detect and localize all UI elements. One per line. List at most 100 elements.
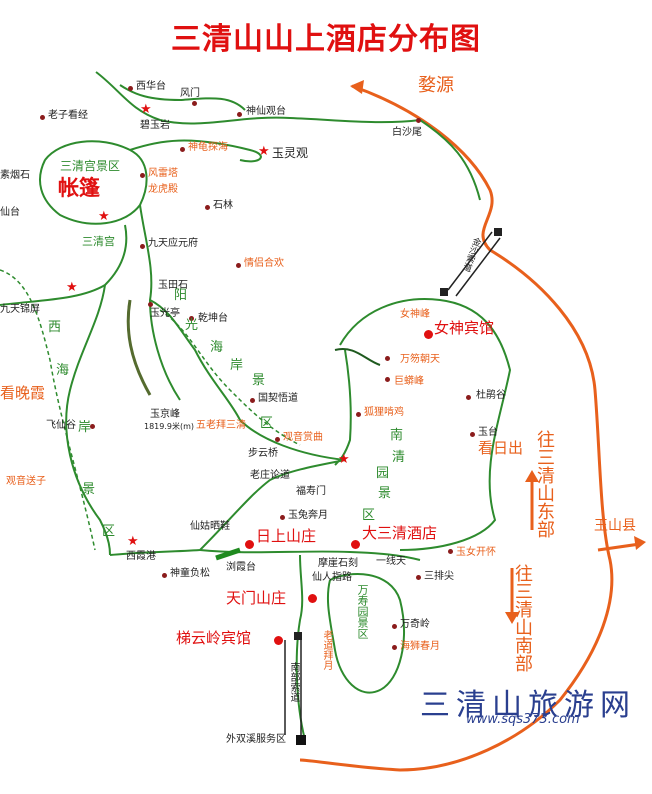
direction-yushan: 玉山县 xyxy=(594,518,636,534)
road-arrow-head xyxy=(350,80,364,94)
region-nanqing-3: 园 xyxy=(376,466,390,481)
place-fengleita: 风雷塔 xyxy=(148,168,178,179)
place-marker xyxy=(128,86,133,91)
region-nanqing-5: 区 xyxy=(362,508,376,523)
arrow-south-head xyxy=(505,612,519,624)
place-duqiangu: 杜鹃谷 xyxy=(476,390,506,401)
place-marker xyxy=(90,424,95,429)
trail-east-inner xyxy=(334,349,352,466)
map-title: 三清山山上酒店分布图 xyxy=(171,22,481,57)
place-qinglvhehuan: 情侣合欢 xyxy=(244,258,284,269)
direction-to-south: 往三清山南部 xyxy=(512,564,533,672)
place-yulingguan: 玉灵观 xyxy=(272,146,309,160)
place-suyanshi: 素烟石 xyxy=(0,170,30,181)
trail-dark xyxy=(334,348,381,366)
place-marker xyxy=(280,515,285,520)
direction-wuyuan: 婺源 xyxy=(418,75,454,96)
place-guojiwutao: 国契悟道 xyxy=(258,393,298,404)
trail-southwest xyxy=(295,554,306,741)
place-biyuyan: 碧玉岩 xyxy=(140,120,170,131)
cableway-nanbu xyxy=(284,632,306,745)
region-xihai-4: 景 xyxy=(82,482,96,497)
place-fengmen: 风门 xyxy=(180,88,200,99)
hotel-tiyunling-marker[interactable] xyxy=(274,636,283,645)
ridge-yujing xyxy=(126,299,152,396)
place-marker xyxy=(385,356,390,361)
place-sanpaijian: 三排尖 xyxy=(424,571,454,582)
place-marker xyxy=(356,412,361,417)
dash-yangguang xyxy=(159,309,301,446)
place-marker xyxy=(385,377,390,382)
hotel-nvshen[interactable]: 女神宾馆 xyxy=(434,319,495,337)
place-shenxianguantai: 神仙观台 xyxy=(246,106,286,117)
place-marker xyxy=(140,173,145,178)
place-jiutianjinping: 九天锦屏 xyxy=(0,304,40,315)
hotel-dasanqing-marker[interactable] xyxy=(351,540,360,549)
place-marker xyxy=(416,118,421,123)
place-laozhulundao: 老庄论道 xyxy=(250,470,290,481)
place-marker xyxy=(189,316,194,321)
region-yangguang-3: 海 xyxy=(210,340,224,355)
place-marker xyxy=(275,437,280,442)
trail-wanshou xyxy=(326,573,405,694)
trail-mid xyxy=(129,139,262,163)
place-guanyinshangqu: 观音赏曲 xyxy=(283,432,323,443)
hotel-nvshen-marker[interactable] xyxy=(424,330,433,339)
region-wanshou: 万寿园景区 xyxy=(356,584,369,639)
place-xianta: 仙台 xyxy=(0,207,20,218)
place-sanqinggong-area: 三清宫景区 xyxy=(60,159,121,173)
region-yangguang-1: 阳 xyxy=(174,288,188,303)
place-yunvkaihuai: 玉女开怀 xyxy=(456,547,496,558)
place-wanhuchaotian: 万笏朝天 xyxy=(400,354,440,365)
place-kanwanxia: 看晚霞 xyxy=(0,384,46,402)
region-yangguang-5: 景 xyxy=(252,373,266,388)
place-sanqinggong: 三清宫 xyxy=(82,235,115,248)
place-waishuangxi[interactable]: 外双溪服务区 xyxy=(226,734,286,745)
hotel-tianmen-marker[interactable] xyxy=(308,594,317,603)
hotel-rishang[interactable]: 日上山庄 xyxy=(256,527,317,545)
hotel-rishang-marker[interactable] xyxy=(245,540,254,549)
place-yutianshi: 玉田石 xyxy=(158,280,188,291)
hotel-dasanqing[interactable]: 大三清酒店 xyxy=(362,524,438,542)
place-marker xyxy=(448,549,453,554)
place-yuguangting: 玉光亭 xyxy=(150,308,180,319)
place-marker xyxy=(470,432,475,437)
hotel-tiyunling[interactable]: 梯云岭宾馆 xyxy=(176,629,252,647)
place-marker xyxy=(236,263,241,268)
trail-west-main xyxy=(109,459,346,556)
road-yushan xyxy=(597,542,641,552)
place-marker xyxy=(392,645,397,650)
place-yutai: 玉台 xyxy=(478,427,498,438)
place-fushoumen: 福寿门 xyxy=(296,486,326,497)
place-nvshenfeng: 女神峰 xyxy=(400,309,430,320)
watermark-url: www.sqs373.com xyxy=(466,712,580,727)
region-yangguang-4: 岸 xyxy=(230,358,244,373)
hotel-tianmen[interactable]: 天门山庄 xyxy=(226,589,287,607)
place-marker xyxy=(466,395,471,400)
place-jumangfeng: 巨蟒峰 xyxy=(394,376,424,387)
place-marker xyxy=(140,244,145,249)
place-marker xyxy=(148,302,153,307)
place-marker xyxy=(205,205,210,210)
region-nanqing-2: 清 xyxy=(392,450,406,465)
place-yutuben-yue: 玉兔奔月 xyxy=(288,510,328,521)
region-yangguang-2: 光 xyxy=(185,318,199,333)
star-icon: ★ xyxy=(338,452,350,467)
liuxiatai-trail xyxy=(215,547,241,561)
arrow-east-head xyxy=(525,470,539,482)
place-shentongfusong: 神童负松 xyxy=(170,568,210,579)
place-marker xyxy=(237,112,242,117)
direction-to-east: 往三清山东部 xyxy=(534,430,555,538)
hotel-zhangpeng[interactable]: 帐篷 xyxy=(58,176,100,200)
place-laodaobaiyue: 老道拜月 xyxy=(321,630,332,670)
cableway-nanbu-label: 南部索道 xyxy=(288,662,299,702)
place-qiankuntai: 乾坤台 xyxy=(198,313,228,324)
trail-west-col xyxy=(65,284,111,556)
star-icon: ★ xyxy=(98,209,110,224)
place-marker xyxy=(250,398,255,403)
place-liuxiatai: 浏霞台 xyxy=(226,562,256,573)
region-xihai-1: 西 xyxy=(48,320,62,335)
cableway-jinsha xyxy=(440,228,502,297)
place-marker xyxy=(192,101,197,106)
